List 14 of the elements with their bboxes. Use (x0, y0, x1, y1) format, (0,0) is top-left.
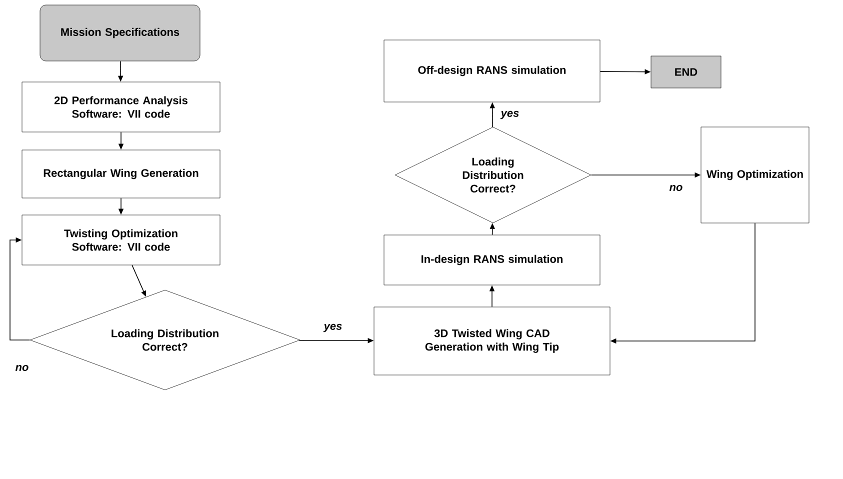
process-box: Rectangular Wing Generation (22, 150, 220, 198)
end-box: END (650, 56, 722, 88)
arrow (10, 237, 30, 340)
process-box: Twisting Optimization Software: VII code (22, 214, 220, 266)
process-box: 2D Performance Analysis Software: VII code (22, 82, 220, 132)
process-box: In-design RANS simulation (384, 234, 600, 286)
edge-label: yes (322, 322, 344, 334)
process-box: Wing Optimization (700, 126, 810, 224)
edge-label: no (14, 364, 30, 372)
start-box: Mission Specifications (40, 4, 200, 62)
edge-label: no (668, 184, 684, 192)
edge-label: yes (500, 110, 520, 120)
process-box: Off-design RANS simulation (384, 40, 600, 102)
process-box: 3D Twisted Wing CAD Generation with Wing Tip (374, 306, 610, 376)
